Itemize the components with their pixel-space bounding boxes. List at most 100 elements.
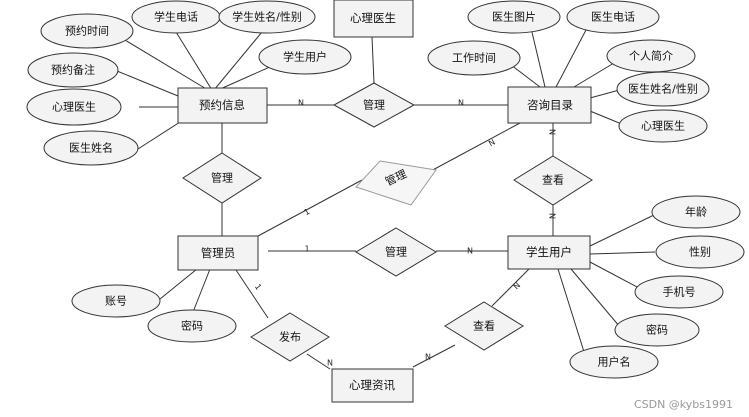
svg-text:学生用户: 学生用户 <box>283 50 327 64</box>
svg-text:管理员: 管理员 <box>201 246 236 260</box>
edge-admin-password <box>192 268 211 313</box>
attr-work-time: 工作时间 <box>427 40 521 76</box>
svg-text:学生姓名/性别: 学生姓名/性别 <box>232 10 302 24</box>
card-admin-student-1: 1 <box>304 245 309 254</box>
card-admin-catalog-1: 1 <box>303 207 312 217</box>
card-catalog-n: N <box>487 138 497 149</box>
entity-psych-doctor: 心理医生 <box>333 0 414 38</box>
rel-manage-admin-student: 管理 <box>355 227 437 277</box>
svg-text:预约备注: 预约备注 <box>51 63 95 77</box>
attr-profile: 个人简介 <box>606 39 696 73</box>
edge-mobile <box>589 261 638 288</box>
attr-mobile: 手机号 <box>634 275 724 309</box>
edge-appt-note <box>116 70 179 97</box>
svg-text:医生姓名: 医生姓名 <box>69 141 113 155</box>
edge-student-password <box>570 268 621 328</box>
card-student-news-n: N <box>512 281 523 292</box>
edge-gender <box>589 251 656 255</box>
edge-psych-doctor <box>371 36 375 84</box>
card-student-view-n: N <box>549 213 558 219</box>
edge-appt-time <box>109 30 209 91</box>
attr-appt-doctor: 心理医生 <box>26 88 122 126</box>
svg-text:医生姓名/性别: 医生姓名/性别 <box>628 82 698 96</box>
attr-appt-doctor-name: 医生姓名 <box>43 130 139 166</box>
svg-text:预约时间: 预约时间 <box>65 25 109 38</box>
edge-age <box>589 214 655 247</box>
rel-view-student-news: 查看 <box>444 301 524 351</box>
edge-catalog-manage-to-catalog <box>428 122 521 173</box>
card-catalog-view-n: N <box>549 129 558 135</box>
svg-text:用户名: 用户名 <box>598 355 631 369</box>
edge-doctor-photo <box>530 27 546 88</box>
attr-student-name-gender: 学生姓名/性别 <box>218 0 316 34</box>
attr-account: 账号 <box>71 284 161 318</box>
attr-appt-time: 预约时间 <box>40 13 134 49</box>
svg-text:性别: 性别 <box>689 245 711 259</box>
svg-text:发布: 发布 <box>279 330 301 344</box>
edge-news-to-view <box>412 344 456 368</box>
svg-text:密码: 密码 <box>181 319 203 333</box>
watermark-text: CSDN @kybs1991 <box>633 398 733 411</box>
svg-text:管理: 管理 <box>385 245 407 259</box>
svg-text:预约信息: 预约信息 <box>199 98 245 112</box>
edge-doctor-phone <box>555 29 587 88</box>
svg-text:个人简介: 个人简介 <box>629 49 673 63</box>
svg-text:管理: 管理 <box>211 171 233 185</box>
attr-gender: 性别 <box>655 235 745 269</box>
svg-text:学生电话: 学生电话 <box>154 10 198 24</box>
rel-manage-admin-catalog: 管理 <box>355 160 437 206</box>
svg-text:账号: 账号 <box>105 295 127 308</box>
edge-student-phone <box>175 31 213 91</box>
entity-appointment-info: 预约信息 <box>177 87 268 124</box>
entity-psych-news: 心理资讯 <box>331 368 414 403</box>
edge-account <box>159 268 198 300</box>
svg-text:心理医生: 心理医生 <box>350 11 396 25</box>
svg-text:咨询目录: 咨询目录 <box>527 98 573 112</box>
card-news-publish-n: N <box>327 359 333 368</box>
entity-student-user: 学生用户 <box>507 235 591 270</box>
svg-text:年龄: 年龄 <box>685 205 707 219</box>
attr-student-password: 密码 <box>614 313 700 347</box>
edge-catalog-doctor <box>589 110 625 126</box>
attr-catalog-doctor: 心理医生 <box>618 109 708 143</box>
card-catalog-manage: N <box>458 99 464 108</box>
svg-text:心理医生: 心理医生 <box>52 100 96 114</box>
card-news-view-n: N <box>425 353 431 362</box>
edge-appt-doctor-name <box>137 121 181 150</box>
rel-view-student-catalog: 查看 <box>513 155 593 206</box>
svg-text:心理资讯: 心理资讯 <box>349 378 395 392</box>
card-admin-student-n: N <box>467 247 473 256</box>
rel-publish: 发布 <box>250 312 330 362</box>
svg-text:查看: 查看 <box>542 173 564 187</box>
card-appt-manage: N <box>298 99 304 108</box>
svg-text:医生电话: 医生电话 <box>591 10 635 24</box>
attr-student-phone: 学生电话 <box>131 0 221 34</box>
entity-admin: 管理员 <box>177 235 259 271</box>
attr-username: 用户名 <box>569 345 659 379</box>
svg-text:工作时间: 工作时间 <box>452 52 496 65</box>
rel-manage-admin-appt: 管理 <box>182 152 262 204</box>
attr-age: 年龄 <box>651 195 741 229</box>
rel-manage-appt-catalog: 管理 <box>332 82 416 128</box>
svg-text:管理: 管理 <box>363 98 385 112</box>
attr-appt-student-user: 学生用户 <box>258 39 352 75</box>
svg-text:心理医生: 心理医生 <box>641 119 685 133</box>
attr-doctor-phone: 医生电话 <box>566 0 660 34</box>
card-admin-publish-1: 1 <box>253 282 263 291</box>
edge-student-name <box>213 31 263 91</box>
attr-doctor-name-gender: 医生姓名/性别 <box>616 71 710 107</box>
edge-view-to-student2 <box>491 267 531 307</box>
svg-text:医生图片: 医生图片 <box>492 10 536 24</box>
entity-counseling-catalog: 咨询目录 <box>507 86 592 124</box>
svg-text:手机号: 手机号 <box>663 285 696 299</box>
edge-admin-to-publish <box>235 269 269 319</box>
svg-text:查看: 查看 <box>473 319 495 333</box>
attr-admin-password: 密码 <box>147 309 237 343</box>
attr-appt-note: 预约备注 <box>27 52 119 88</box>
edge-username <box>557 268 586 356</box>
edge-publish-to-news <box>306 353 331 370</box>
svg-text:密码: 密码 <box>646 323 668 337</box>
attr-doctor-photo: 医生图片 <box>467 0 561 34</box>
svg-text:学生用户: 学生用户 <box>526 245 572 259</box>
